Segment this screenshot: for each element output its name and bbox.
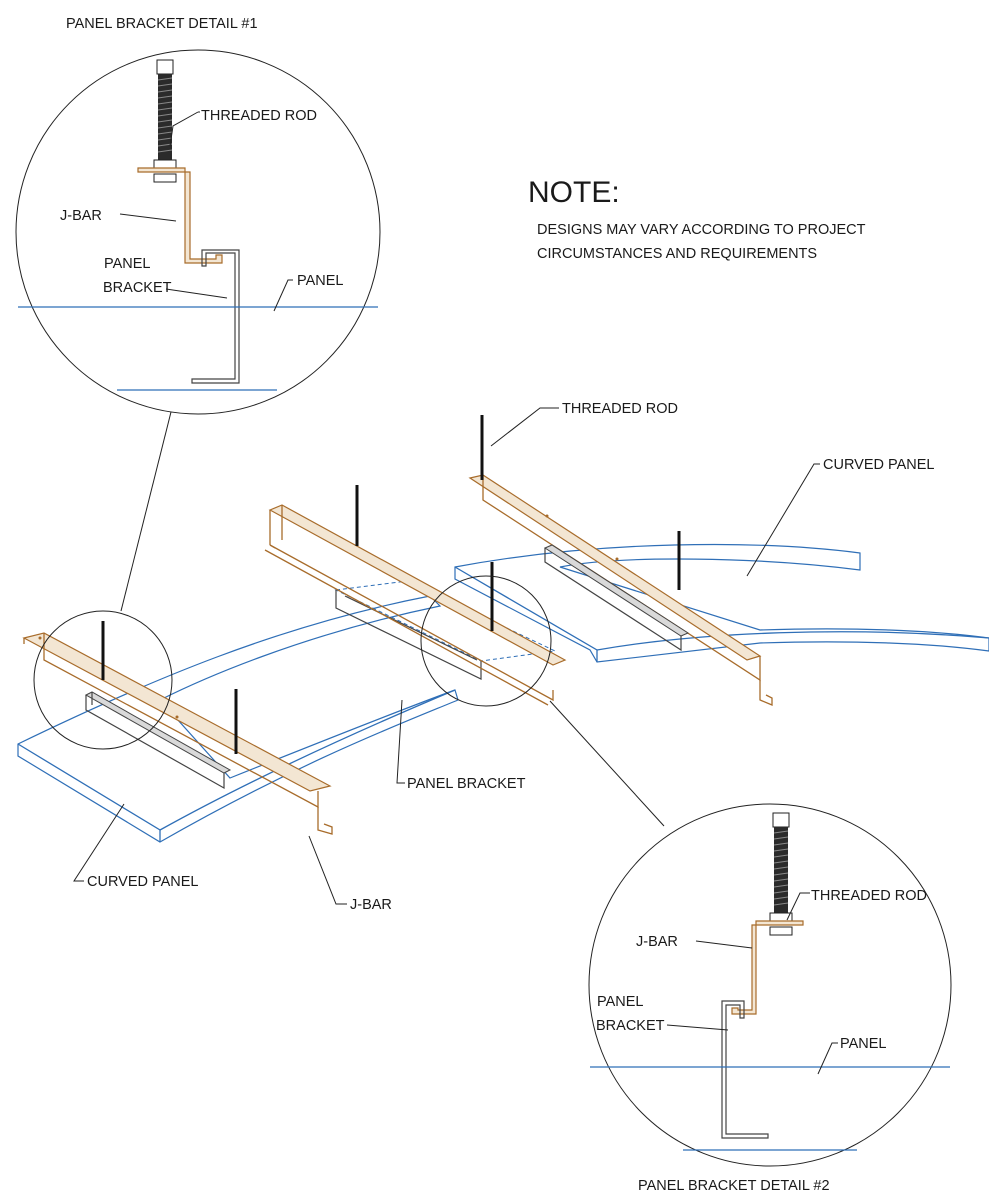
detail-2-panel-label: PANEL	[840, 1036, 886, 1052]
detail-1-jbar-leader	[119, 213, 177, 222]
detail-1-title: PANEL BRACKET DETAIL #1	[66, 16, 258, 32]
left-curved-panel-shape	[17, 595, 459, 843]
detail-1-bracket-leader	[165, 288, 228, 299]
detail-2-panel-bracket-label-2: BRACKET	[596, 1018, 665, 1034]
note-block: NOTE: DESIGNS MAY VARY ACCORDING TO PROJ…	[528, 176, 866, 262]
detail-2-panel-leader	[817, 1042, 838, 1075]
detail-2-panel-bracket-shape	[721, 1000, 769, 1139]
right-curved-panel-shape	[454, 543, 989, 663]
detail-1-j-bar-label: J-BAR	[60, 208, 102, 224]
middle-panel-bracket-shape	[334, 580, 557, 680]
main-threaded-rods	[101, 415, 681, 754]
detail-1-callout-line	[120, 411, 172, 612]
note-heading: NOTE:	[528, 176, 620, 209]
left-j-bar-shape	[22, 632, 333, 835]
detail-1-threaded-rod-shape	[153, 59, 177, 183]
note-line-2: CIRCUMSTANCES AND REQUIREMENTS	[537, 246, 817, 262]
detail-1-rod-leader	[169, 111, 199, 147]
detail-2-j-bar-shape	[731, 920, 804, 1015]
detail-2-panel-bracket-label-1: PANEL	[597, 994, 643, 1010]
detail-1-panel-leader	[273, 279, 293, 312]
main-curved-panel-right-label: CURVED PANEL	[823, 457, 934, 473]
detail-2-rod-leader	[786, 892, 810, 921]
main-curved-panel-left-label: CURVED PANEL	[87, 874, 198, 890]
detail-2-title: PANEL BRACKET DETAIL #2	[638, 1178, 830, 1194]
detail-1-circle	[15, 49, 381, 415]
detail-1-panel-bracket-shape	[191, 249, 240, 384]
detail-1-panel-bracket-label-1: PANEL	[104, 256, 150, 272]
main-j-bar-label: J-BAR	[350, 897, 392, 913]
detail-1-callout-circle	[33, 610, 173, 750]
detail-2: THREADED ROD J-BAR PANEL BRACKET PANEL P…	[588, 803, 952, 1194]
detail-2-jbar-leader	[695, 940, 753, 949]
detail-2-j-bar-label: J-BAR	[636, 934, 678, 950]
main-assembly: THREADED ROD CURVED PANEL PANEL BRACKET …	[17, 401, 989, 913]
main-panel-bracket-label: PANEL BRACKET	[407, 776, 526, 792]
right-panel-leader	[746, 463, 820, 577]
note-line-1: DESIGNS MAY VARY ACCORDING TO PROJECT	[537, 222, 866, 238]
bracket-leader	[396, 699, 405, 784]
jbar-leader	[308, 835, 347, 905]
detail-1-threaded-rod-label: THREADED ROD	[201, 108, 317, 124]
main-rod-leader	[490, 407, 559, 447]
detail-1-panel-label: PANEL	[297, 273, 343, 289]
right-j-bar-shape	[468, 474, 773, 706]
detail-2-circle	[588, 803, 952, 1167]
detail-2-threaded-rod-shape	[769, 812, 793, 936]
detail-2-callout-circle	[420, 575, 552, 707]
main-threaded-rod-label: THREADED ROD	[562, 401, 678, 417]
detail-2-threaded-rod-label: THREADED ROD	[811, 888, 927, 904]
detail-1-j-bar-shape	[137, 167, 223, 264]
left-panel-leader	[73, 803, 125, 882]
detail-1-panel-bracket-label-2: BRACKET	[103, 280, 172, 296]
detail-2-bracket-leader	[666, 1024, 729, 1031]
detail-1: PANEL BRACKET DETAIL #1	[15, 16, 381, 415]
detail-2-callout-line	[549, 700, 665, 827]
